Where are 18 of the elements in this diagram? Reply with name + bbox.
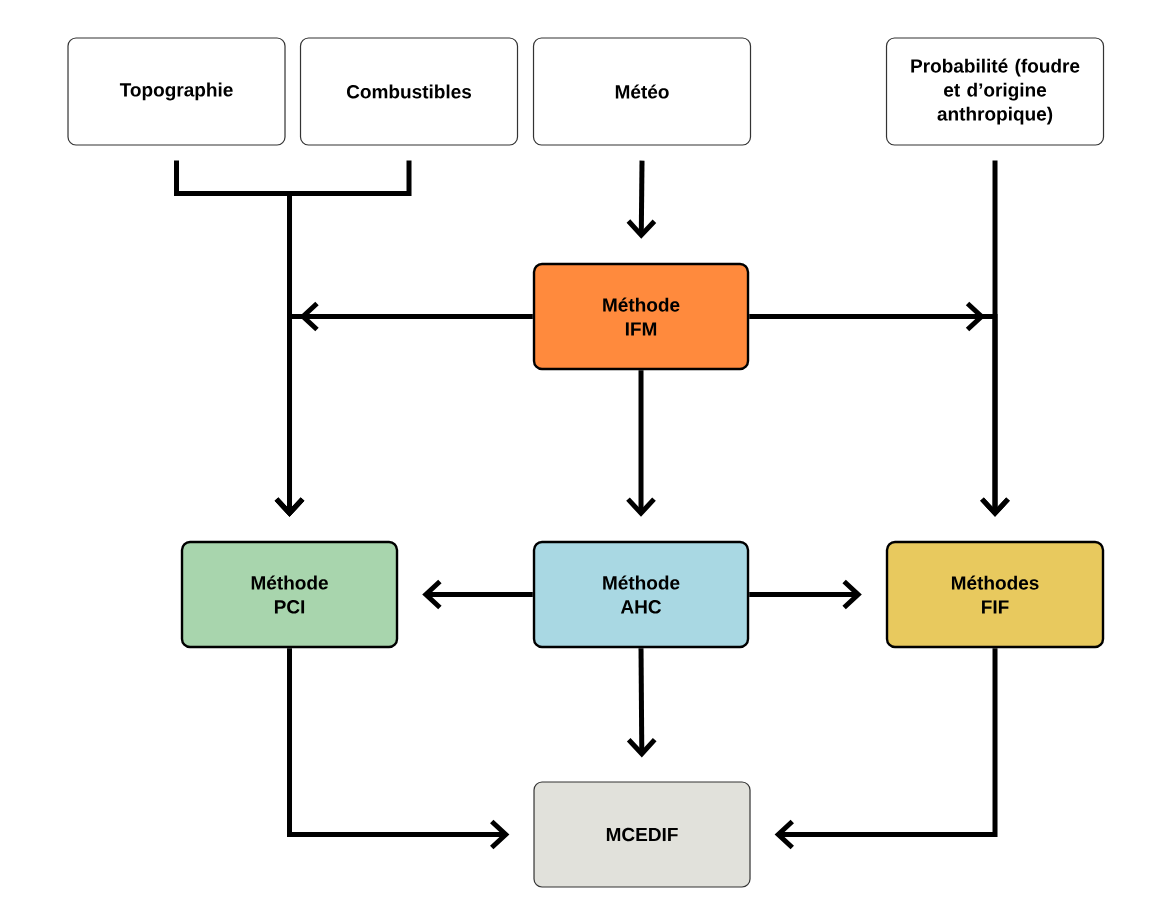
method-box: Méthodes FIF [885,540,1105,649]
arrow [749,579,862,610]
arrow [626,648,657,758]
arrow [626,370,656,517]
method-box: Méthode AHC [532,540,750,649]
input-box: Météo [532,37,752,146]
input-box: Probabilité (foudre et d’origine anthropique) [885,37,1105,146]
method-box: Méthode PCI [180,540,399,649]
input-box: Topographie [67,37,286,146]
result-box: MCEDIF [533,781,751,888]
arrow [774,648,998,850]
arrow [626,160,657,239]
arrow [980,160,1010,517]
arrow [422,579,533,610]
arrow [274,301,533,517]
arrow [287,648,510,850]
method-box: Méthode IFM [532,262,750,371]
input-box: Combustibles [299,37,519,146]
